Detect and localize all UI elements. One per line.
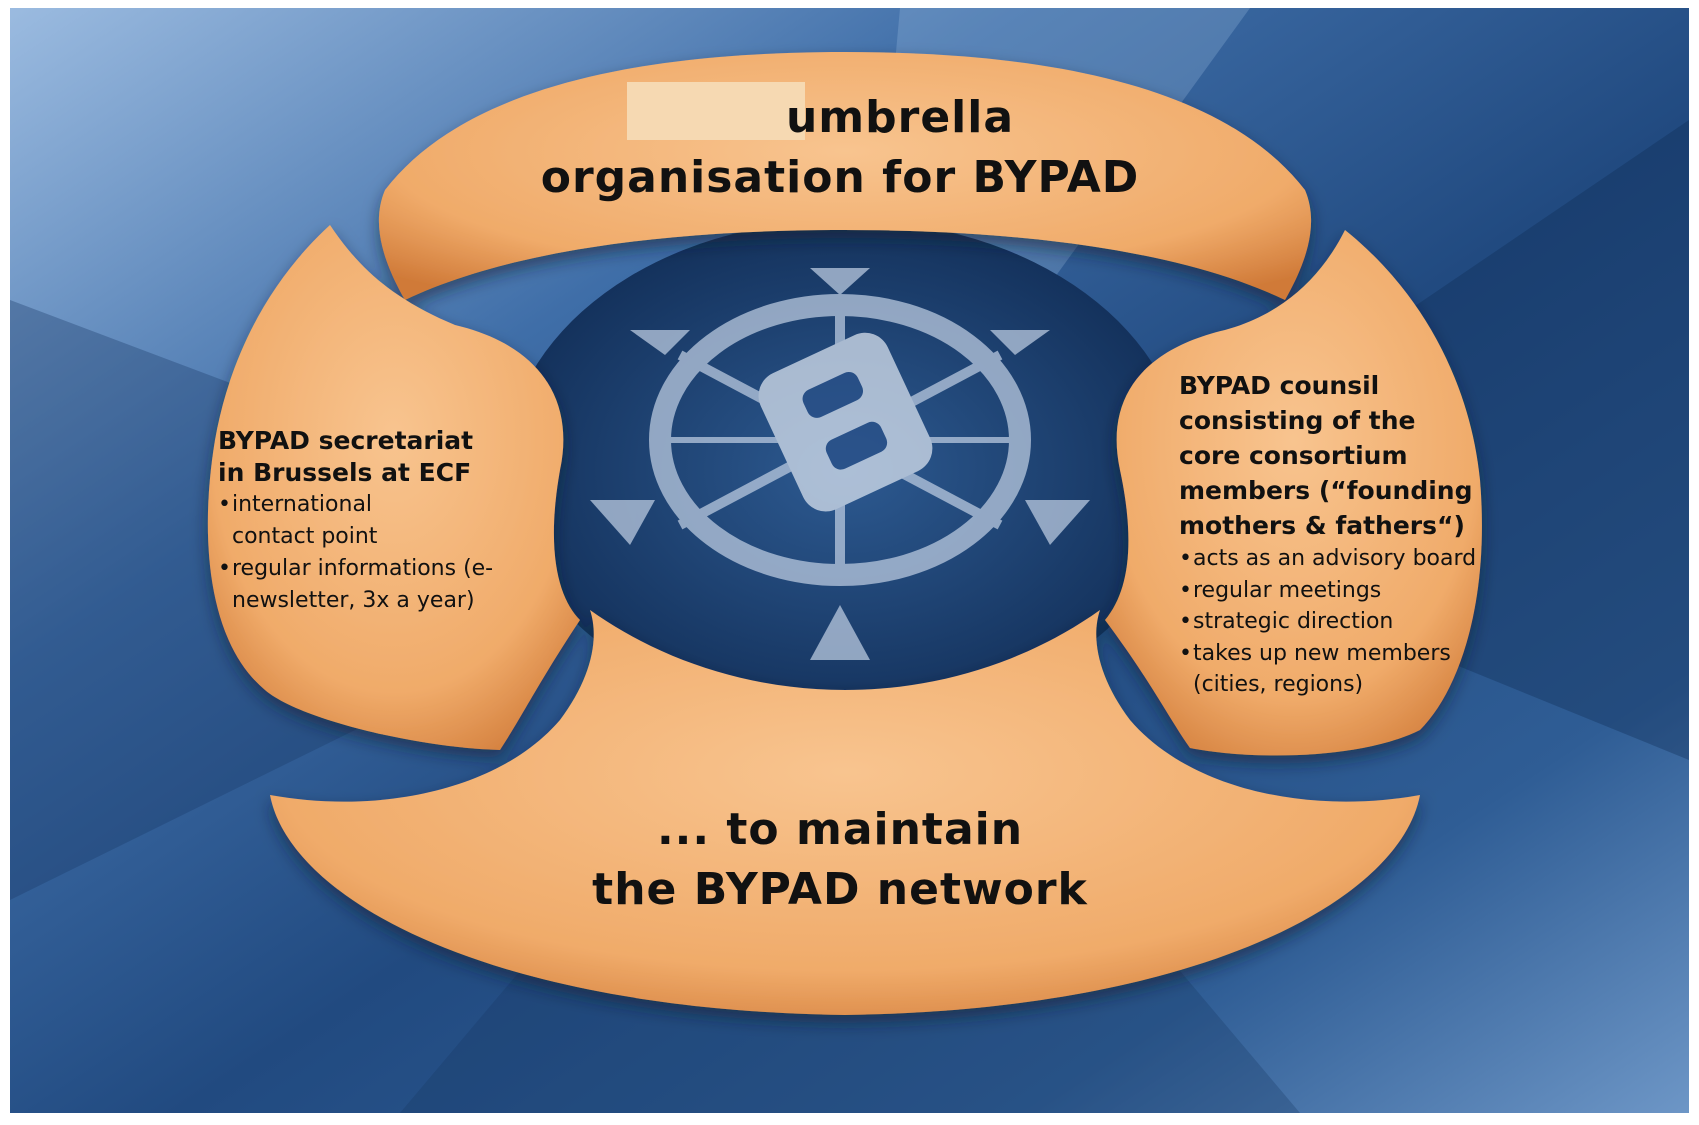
bottom-title-line-2: the BYPAD network (592, 864, 1088, 915)
counsil-heading-line: core consortium (1179, 441, 1408, 470)
counsil-bullet: strategic direction (1179, 606, 1519, 638)
counsil-bullet: regular meetings (1179, 575, 1519, 607)
counsil-heading-line: mothers & fathers“) (1179, 511, 1465, 540)
secretariat-bullet-list: international contact point regular info… (218, 489, 558, 617)
left-segment (207, 225, 580, 750)
counsil-block: BYPAD counsil consisting of the core con… (1179, 368, 1519, 701)
counsil-heading-line: consisting of the (1179, 406, 1416, 435)
secretariat-block: BYPAD secretariat in Brussels at ECF int… (218, 425, 558, 617)
title-highlight (627, 82, 805, 140)
secretariat-bullet: international contact point (218, 489, 402, 553)
bottom-title: ... to maintain the BYPAD network (480, 800, 1200, 920)
counsil-bullet: takes up new members (cities, regions) (1179, 638, 1483, 701)
secretariat-heading-line-2: in Brussels at ECF (218, 458, 472, 487)
counsil-heading-line: BYPAD counsil (1179, 371, 1380, 400)
counsil-heading-line: members (“founding (1179, 476, 1473, 505)
secretariat-bullet: regular informations (e-newsletter, 3x a… (218, 553, 532, 617)
bypad-compass-logo-icon (590, 268, 1090, 660)
bottom-title-line-1: ... to maintain (656, 804, 1024, 855)
secretariat-heading-line-1: BYPAD secretariat (218, 426, 474, 455)
top-title-line-2: organisation for BYPAD (540, 152, 1140, 203)
counsil-bullet: acts as an advisory board (1179, 543, 1519, 575)
bottom-segment (270, 610, 1420, 1015)
top-title: umbrella organisation for BYPAD (480, 88, 1200, 208)
counsil-bullet-list: acts as an advisory board regular meetin… (1179, 543, 1519, 701)
top-segment (378, 52, 1312, 300)
top-title-line-1: umbrella (785, 92, 1015, 143)
